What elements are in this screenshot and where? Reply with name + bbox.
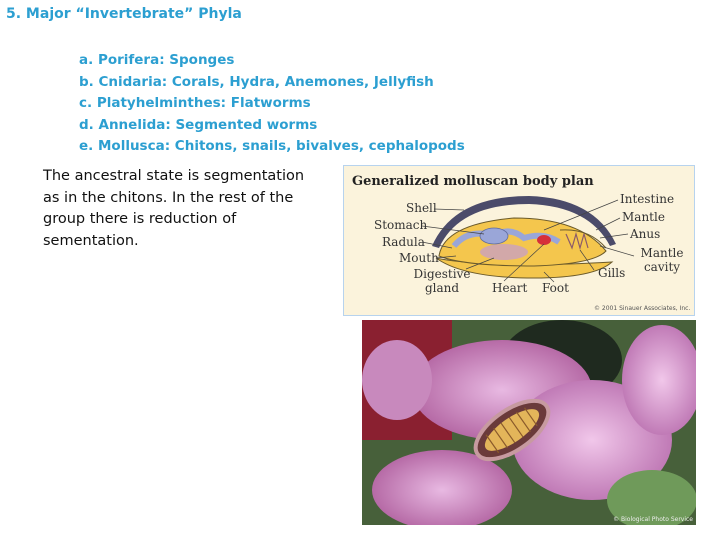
heart-shape xyxy=(537,235,551,245)
coralline-patch xyxy=(362,340,432,420)
label-heart: Heart xyxy=(492,281,528,295)
phylum-item: d. Annelida: Segmented worms xyxy=(79,116,318,133)
chiton-photo: © Biological Photo Service xyxy=(362,320,696,525)
label-gills: Gills xyxy=(598,266,626,280)
label-mouth: Mouth xyxy=(399,251,439,265)
digestive-gland-shape xyxy=(480,244,528,260)
label-intestine: Intestine xyxy=(620,192,675,206)
mollusc-illustration xyxy=(421,196,635,283)
phyla-list: a. Porifera: Sponges b. Cnidaria: Corals… xyxy=(79,50,465,158)
mollusc-body-plan-diagram: Generalized molluscan body plan xyxy=(343,165,695,316)
body-shape xyxy=(438,217,607,267)
gills-shape xyxy=(565,231,589,251)
photo-credit: © Biological Photo Service xyxy=(613,516,693,523)
slide-title: 5. Major “Invertebrate” Phyla xyxy=(6,6,242,22)
phylum-item: a. Porifera: Sponges xyxy=(79,52,235,68)
shell-shape xyxy=(432,196,616,248)
label-radula: Radula xyxy=(382,235,425,249)
segmentation-paragraph: The ancestral state is segmentation as i… xyxy=(43,168,305,249)
label-anus: Anus xyxy=(630,227,661,241)
coralline-patch xyxy=(607,470,696,525)
mantle-cavity-shape xyxy=(559,229,607,249)
coralline-patch xyxy=(372,450,512,525)
label-foot: Foot xyxy=(542,281,569,295)
label-digestive-gland: Digestive gland xyxy=(413,267,471,295)
label-stomach: Stomach xyxy=(374,218,428,232)
phylum-item: e. Mollusca: Chitons, snails, bivalves, … xyxy=(79,138,465,154)
label-shell: Shell xyxy=(406,201,437,215)
stomach-shape xyxy=(479,227,509,245)
label-mantle: Mantle xyxy=(622,210,665,224)
diagram-credit: © 2001 Sinauer Associates, Inc. xyxy=(594,305,691,312)
chiton-photo-image xyxy=(362,320,696,525)
coralline-patch xyxy=(622,325,696,435)
chiton-animal xyxy=(473,398,551,462)
phylum-item: b. Cnidaria: Corals, Hydra, Anemones, Je… xyxy=(79,73,434,90)
phylum-item: c. Platyhelminthes: Flatworms xyxy=(79,95,311,111)
diagram-title: Generalized molluscan body plan xyxy=(352,174,594,189)
label-mantle-cavity: Mantle cavity xyxy=(640,246,684,274)
